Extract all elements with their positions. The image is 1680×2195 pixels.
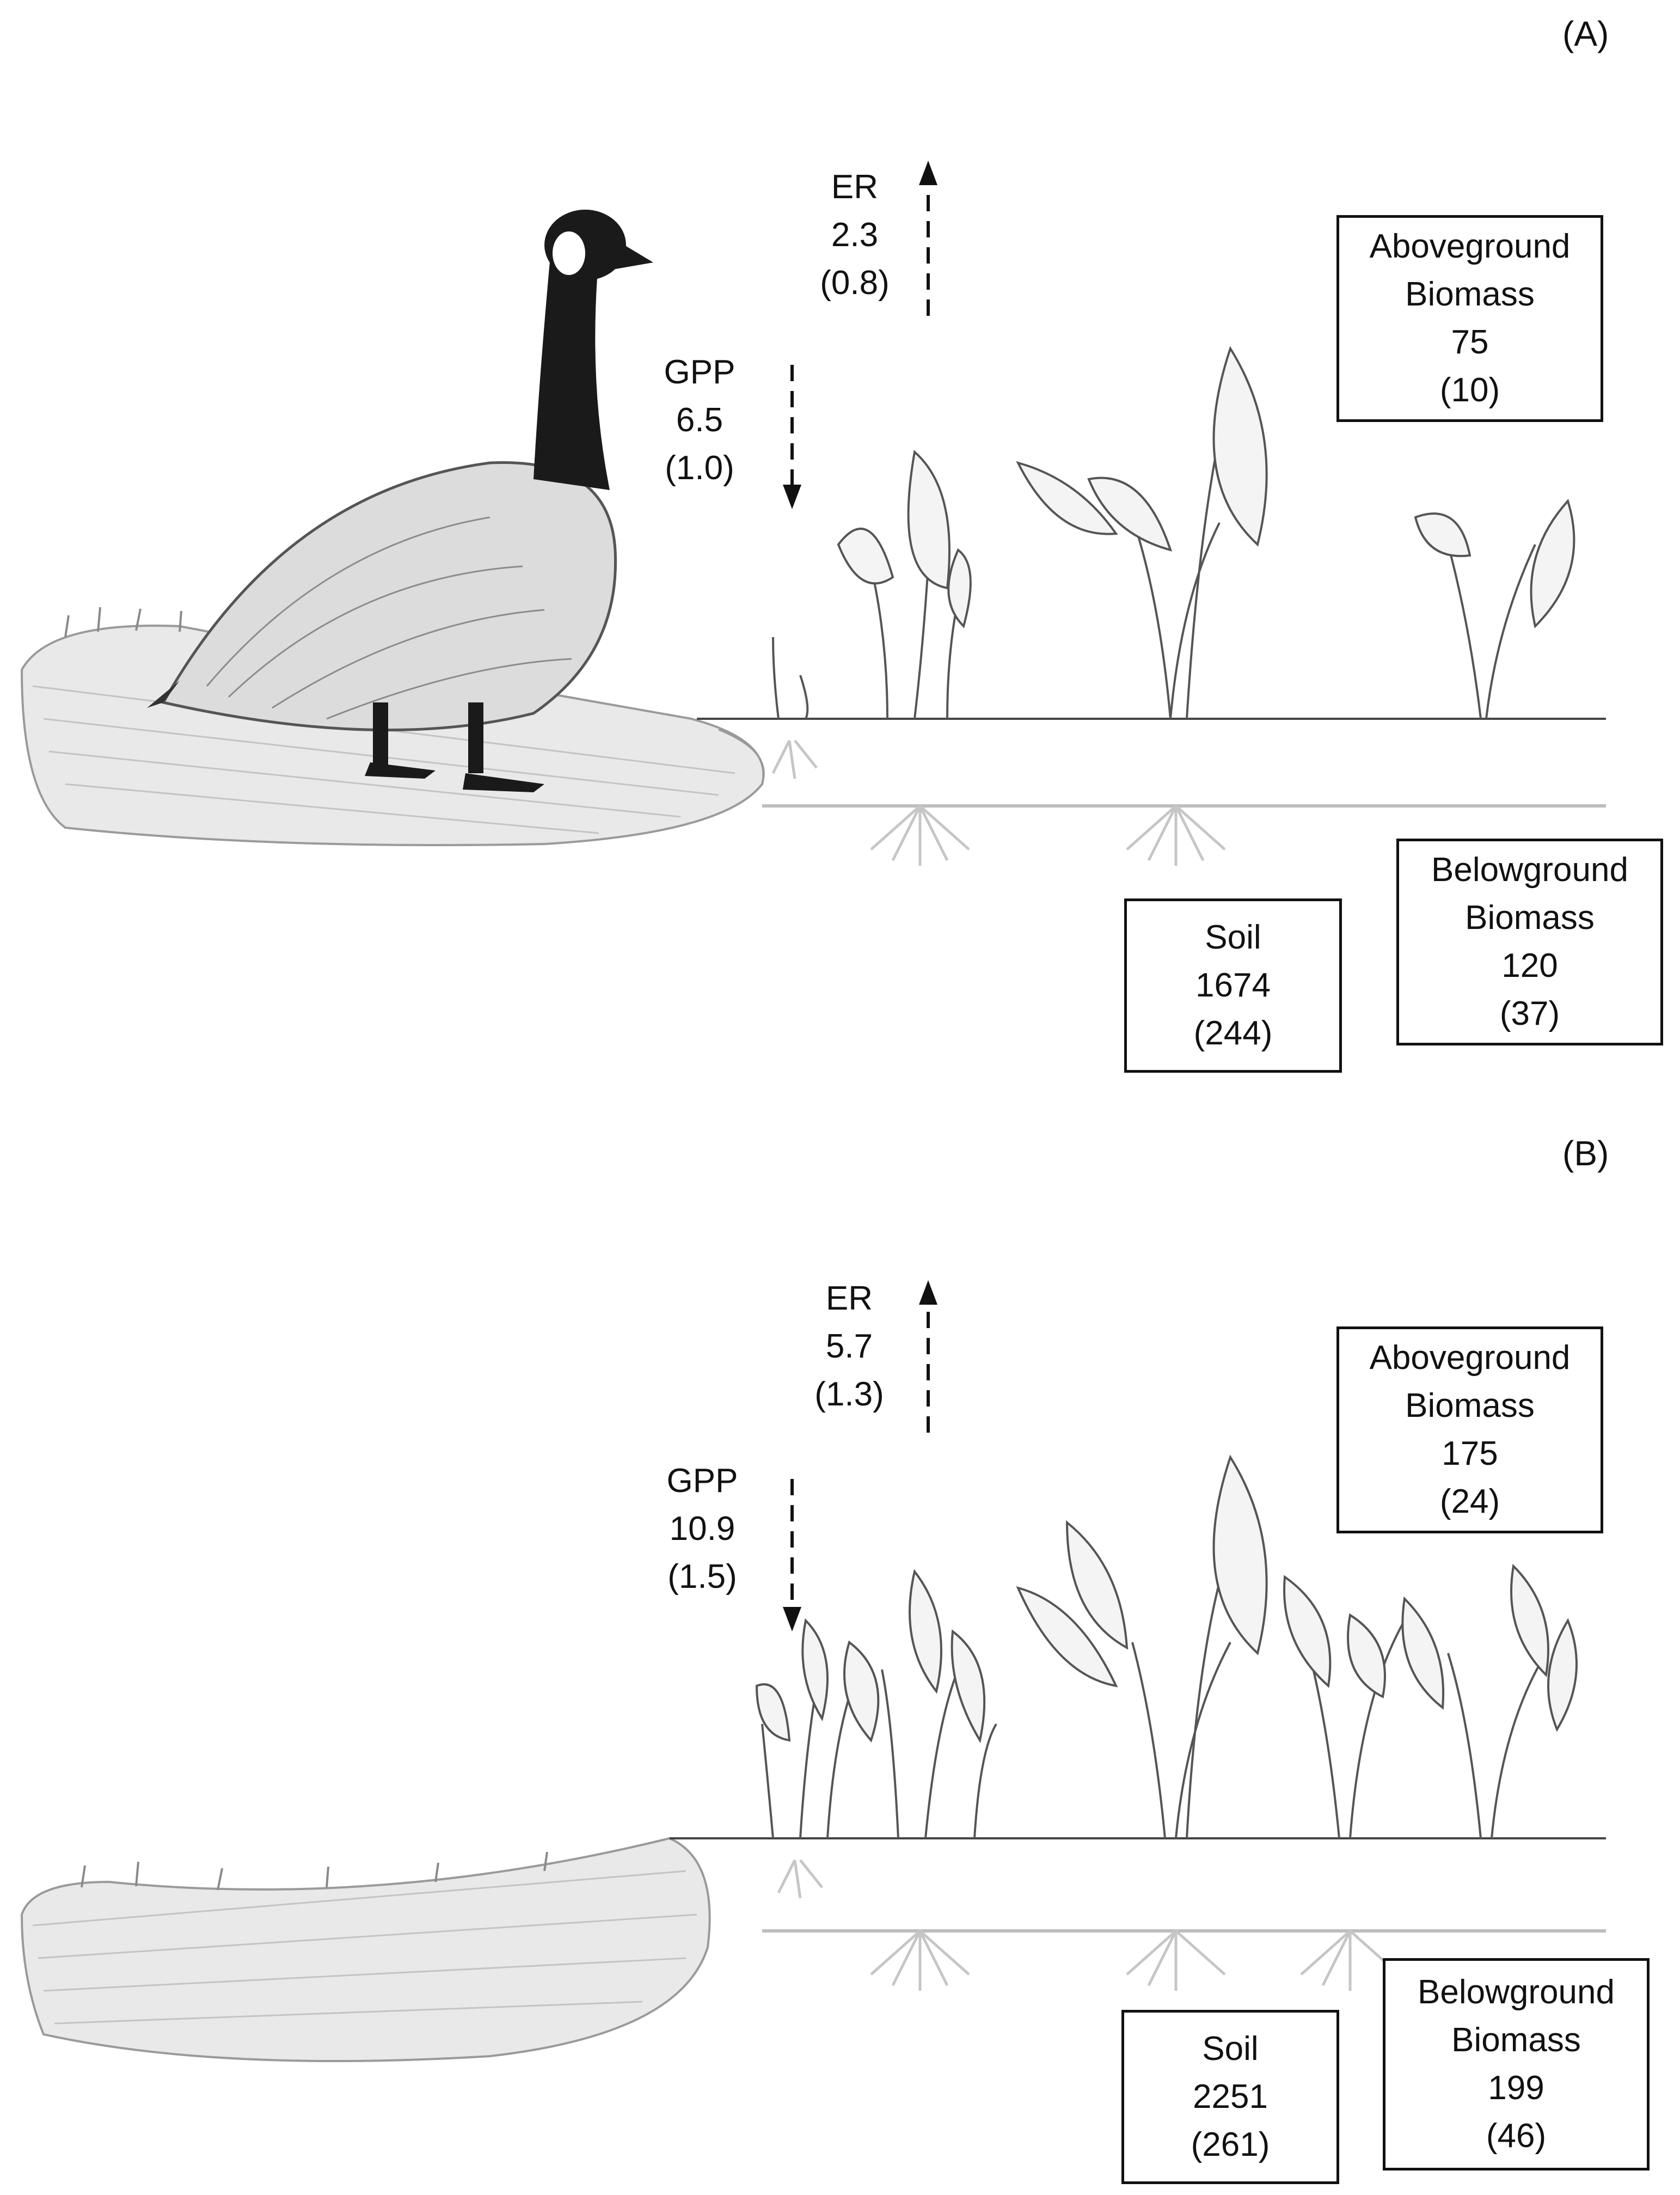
- er-arrowhead-up-icon: [919, 1280, 937, 1305]
- aboveground-line2: Biomass: [1405, 1387, 1535, 1424]
- belowground-line1: Belowground: [1418, 1973, 1615, 2011]
- aboveground-value: 75: [1451, 323, 1489, 361]
- soil-se: (261): [1191, 2126, 1270, 2163]
- er-value: 2.3: [831, 216, 879, 254]
- aboveground-se: (10): [1439, 371, 1500, 409]
- soil-name: Soil: [1202, 2030, 1259, 2068]
- er-se: (1.3): [814, 1375, 884, 1413]
- belowground-se: (37): [1499, 995, 1560, 1032]
- soil-box: Soil 2251 (261): [1121, 2010, 1339, 2184]
- water-surface: [697, 718, 1606, 808]
- er-arrowhead-up-icon: [919, 161, 937, 185]
- gpp-flux-label: GPP 6.5 (1.0): [640, 348, 759, 492]
- soil-value: 2251: [1193, 2078, 1268, 2115]
- panel-a-illustration: [20, 161, 1606, 866]
- gpp-value: 6.5: [676, 401, 723, 439]
- er-name: ER: [825, 1280, 873, 1317]
- gpp-arrowhead-down-icon: [783, 1607, 801, 1631]
- panel-label: (B): [1562, 1134, 1609, 1173]
- belowground-line2: Biomass: [1451, 2021, 1581, 2059]
- er-se: (0.8): [820, 264, 890, 302]
- panel-b: (B) ER 5.7 (1.3) GPP 10.9 (1.5) Abovegro…: [0, 1098, 1680, 2195]
- er-flux-label: ER 5.7 (1.3): [789, 1275, 909, 1419]
- panel-label: (A): [1562, 14, 1609, 53]
- soil-name: Soil: [1205, 919, 1261, 956]
- gpp-se: (1.5): [667, 1558, 737, 1595]
- er-name: ER: [831, 168, 879, 206]
- soil-value: 1674: [1195, 967, 1271, 1004]
- aboveground-line1: Aboveground: [1369, 228, 1571, 265]
- panel-a: (A) ER 2.3 (0.8) GPP 6.5 (1.0) Abovegrou…: [0, 0, 1680, 1097]
- belowground-line2: Biomass: [1465, 899, 1595, 937]
- belowground-biomass-box: Belowground Biomass 199 (46): [1383, 1958, 1650, 2170]
- plant-roots: [771, 739, 1226, 866]
- belowground-se: (46): [1486, 2117, 1547, 2155]
- water-surface: [670, 1837, 1606, 1933]
- plant-roots: [777, 1859, 1400, 1991]
- aboveground-biomass-box: Aboveground Biomass 175 (24): [1336, 1326, 1603, 1533]
- goose-illustration: [147, 210, 653, 792]
- er-value: 5.7: [825, 1328, 873, 1365]
- soil-se: (244): [1193, 1014, 1273, 1052]
- gpp-name: GPP: [664, 353, 735, 391]
- aboveground-line1: Aboveground: [1369, 1339, 1571, 1377]
- belowground-value: 199: [1488, 2069, 1544, 2107]
- belowground-line1: Belowground: [1431, 851, 1628, 889]
- arrowhead-plant-illustration: [772, 346, 1575, 719]
- gpp-flux-label: GPP 10.9 (1.5): [637, 1457, 768, 1601]
- grass-bank-illustration: [20, 1837, 711, 2062]
- belowground-value: 120: [1501, 947, 1558, 985]
- gpp-name: GPP: [666, 1462, 738, 1500]
- panel-b-illustration: [20, 1280, 1606, 2062]
- aboveground-se: (24): [1439, 1483, 1500, 1520]
- aboveground-biomass-box: Aboveground Biomass 75 (10): [1336, 215, 1603, 422]
- er-flux-label: ER 2.3 (0.8): [800, 163, 909, 307]
- aboveground-line2: Biomass: [1405, 276, 1535, 313]
- gpp-value: 10.9: [669, 1510, 735, 1548]
- gpp-se: (1.0): [665, 449, 734, 487]
- belowground-biomass-box: Belowground Biomass 120 (37): [1396, 839, 1663, 1045]
- arrowhead-plant-illustration: [755, 1454, 1578, 1839]
- soil-box: Soil 1674 (244): [1124, 898, 1342, 1073]
- gpp-arrowhead-down-icon: [783, 485, 801, 509]
- aboveground-value: 175: [1442, 1435, 1498, 1472]
